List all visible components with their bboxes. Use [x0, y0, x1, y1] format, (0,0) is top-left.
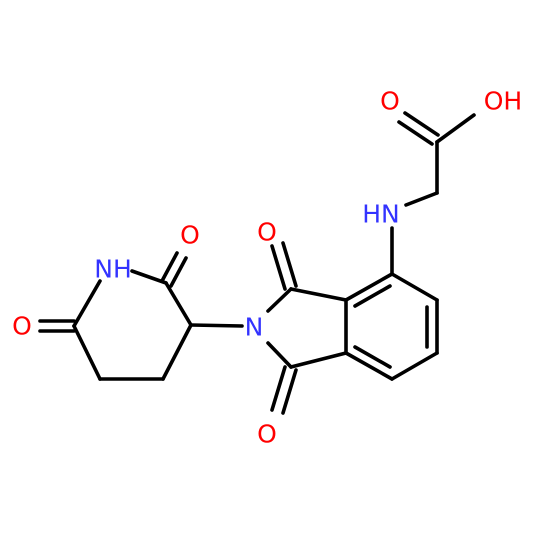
bond-double — [403, 111, 440, 137]
bond-single — [189, 323, 244, 328]
atom-label-carbonyl-oxygen: O — [380, 87, 400, 116]
bond-single — [72, 279, 102, 328]
bond-single — [435, 113, 476, 144]
atom-label-imide-nitrogen: N — [245, 313, 264, 342]
atom-label-hydroxyl: OH — [484, 87, 522, 116]
bond-aromatic — [390, 272, 439, 302]
bond-single — [161, 323, 193, 381]
bond-double — [281, 368, 298, 415]
bond-single — [289, 351, 348, 369]
bond-aromatic-inner — [353, 345, 392, 369]
atom-label-glutarimide-nitrogen: NH — [94, 255, 132, 284]
bond-single — [289, 287, 348, 302]
atom-label-amine-nitrogen: HN — [362, 200, 400, 229]
bond-aromatic — [390, 351, 439, 381]
bond-double — [270, 365, 287, 412]
bond-single — [266, 287, 293, 313]
bond-single — [266, 341, 293, 369]
bond-aromatic — [344, 272, 394, 302]
bond-aromatic-inner — [353, 284, 392, 308]
bond-double — [270, 244, 287, 291]
atom-label-imide-oxygen-top: O — [257, 218, 277, 247]
bond-single — [404, 191, 439, 207]
bond-double — [281, 241, 298, 288]
bond-double — [169, 256, 188, 288]
bond-double — [397, 120, 434, 146]
bond-single — [164, 281, 193, 327]
atom-label-imide-oxygen-bottom: O — [257, 420, 277, 449]
atom-label-glutarimide-oxygen-upper: O — [180, 221, 200, 250]
bond-single — [72, 324, 102, 381]
bond-double — [160, 251, 179, 283]
atom-label-glutarimide-oxygen-lower: O — [12, 312, 32, 341]
bond-aromatic — [344, 351, 394, 381]
